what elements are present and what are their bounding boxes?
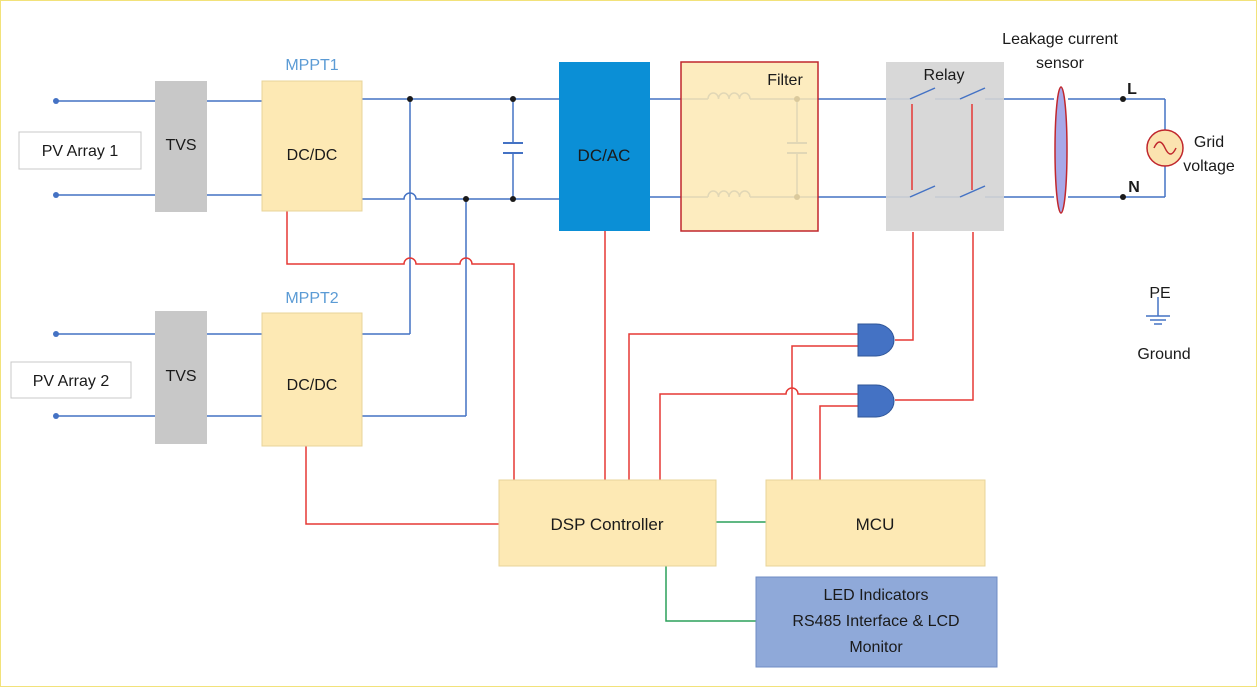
led-interface-block	[755, 576, 998, 668]
control-wiring	[286, 210, 974, 525]
led-label-line3: Monitor	[849, 639, 903, 656]
mcu-block	[765, 479, 986, 567]
dcdc-2-block	[261, 312, 363, 447]
pv-array-2-box	[10, 361, 132, 399]
pe-label: PE	[1149, 285, 1170, 302]
relay-switches	[909, 87, 986, 198]
dcdc-1-label: DC/DC	[287, 147, 338, 164]
dcdc-1-block	[261, 80, 363, 212]
filter-label: Filter	[767, 72, 803, 89]
leakage-label-line1: Leakage current	[1002, 31, 1118, 48]
line-n-label: N	[1128, 179, 1140, 196]
dcdc-2-label: DC/DC	[287, 377, 338, 394]
junction-dots	[53, 96, 1126, 419]
relay-block	[886, 62, 1004, 231]
ground-label: Ground	[1137, 346, 1190, 363]
led-label-line2: RS485 Interface & LCD	[792, 613, 959, 630]
tvs-2-block	[155, 311, 207, 444]
ground-icon	[1146, 297, 1170, 325]
pv-array-2-label: PV Array 2	[33, 373, 110, 390]
filter-block	[680, 61, 819, 232]
leakage-sensor-core	[1054, 86, 1068, 214]
mcu-label: MCU	[856, 515, 895, 534]
led-label-line1: LED Indicators	[824, 587, 929, 604]
tvs-1-block	[155, 81, 207, 212]
pv-array-1-label: PV Array 1	[42, 143, 119, 160]
mppt2-title: MPPT2	[285, 290, 338, 307]
relay-actuator-links	[911, 104, 973, 190]
grid-label-line2: voltage	[1183, 158, 1235, 175]
tvs-1-label: TVS	[165, 137, 196, 154]
tvs-2-label: TVS	[165, 368, 196, 385]
dsp-controller-block	[498, 479, 717, 567]
relay-label: Relay	[924, 67, 965, 84]
pv-array-1-box	[18, 131, 142, 170]
dcac-block	[559, 62, 650, 231]
and-gate-2-icon	[857, 384, 895, 418]
leakage-label-line2: sensor	[1036, 55, 1085, 72]
dsp-controller-label: DSP Controller	[550, 515, 663, 534]
dcac-label: DC/AC	[578, 146, 631, 165]
line-l-label: L	[1127, 81, 1137, 98]
and-gate-1-icon	[857, 323, 895, 357]
sine-wave-icon	[1153, 141, 1177, 155]
grid-label-line1: Grid	[1194, 134, 1224, 151]
mppt1-title: MPPT1	[285, 57, 338, 74]
comm-wiring	[665, 521, 766, 622]
